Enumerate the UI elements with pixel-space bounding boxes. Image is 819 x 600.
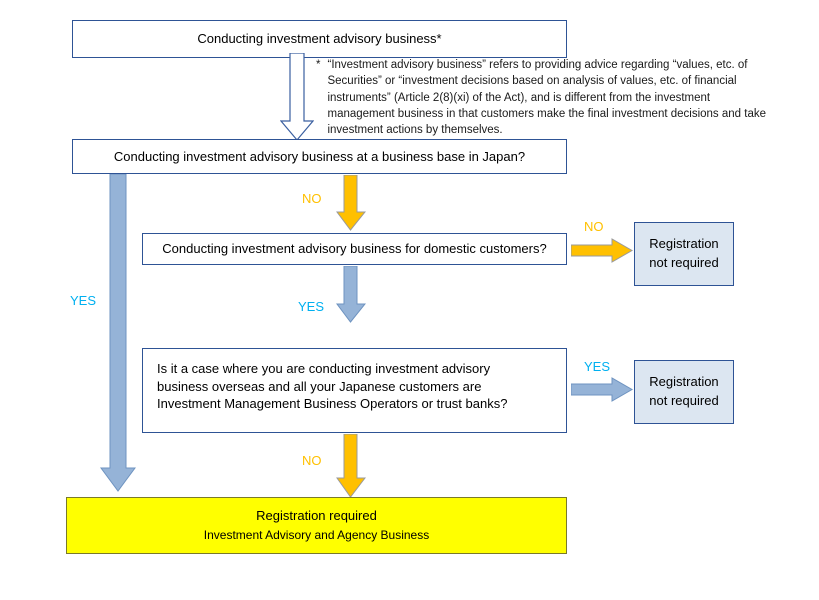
registration-not-required-1-text: Registration not required [649, 235, 718, 273]
node-business-base-question: Conducting investment advisory business … [72, 139, 567, 174]
overseas-line3: Investment Management Business Operators… [157, 396, 508, 412]
not-required-2-line2: not required [649, 393, 719, 408]
overseas-line1: Is it a case where you are conducting in… [157, 361, 491, 376]
node-start-label: Conducting investment advisory business* [197, 31, 442, 47]
registration-not-required-2-text: Registration not required [649, 373, 718, 411]
not-required-2-line1: Registration [649, 374, 719, 390]
branch-label-domestic-no: NO [584, 219, 604, 234]
required-line2: Investment Advisory and Agency Business [203, 527, 430, 542]
arrow-business-base-yes-to-required [100, 174, 136, 492]
branch-label-domestic-yes: YES [298, 299, 325, 314]
arrow-start-to-business-base [280, 53, 314, 141]
arrow-domestic-yes-to-overseas [336, 266, 366, 323]
node-overseas-question: Is it a case where you are conducting in… [142, 348, 567, 433]
branch-label-business-base-yes: YES [70, 293, 97, 308]
branch-label-business-base-no: NO [302, 191, 322, 206]
arrow-overseas-yes-to-not-required [571, 377, 633, 403]
node-business-base-label: Conducting investment advisory business … [113, 148, 526, 164]
not-required-1-line1: Registration [649, 236, 719, 252]
registration-required-text: Registration required Investment Advisor… [204, 507, 429, 544]
footnote: * “Investment advisory business” refers … [316, 57, 768, 139]
required-line1: Registration required [256, 507, 377, 523]
node-registration-required: Registration required Investment Advisor… [66, 497, 567, 554]
node-registration-not-required-1: Registration not required [634, 222, 734, 286]
arrow-overseas-no-to-required [336, 434, 366, 498]
overseas-line2: business overseas and all your Japanese … [157, 378, 482, 394]
branch-label-overseas-no: NO [302, 453, 322, 468]
arrow-business-base-no-to-domestic [336, 175, 366, 231]
node-registration-not-required-2: Registration not required [634, 360, 734, 424]
branch-label-overseas-yes: YES [584, 359, 611, 374]
node-domestic-customers-label: Conducting investment advisory business … [162, 241, 547, 257]
not-required-1-line2: not required [649, 255, 719, 270]
node-start-box: Conducting investment advisory business* [72, 20, 567, 58]
footnote-text: “Investment advisory business” refers to… [327, 59, 766, 137]
node-domestic-customers-question: Conducting investment advisory business … [142, 233, 567, 265]
arrow-domestic-no-to-not-required [571, 238, 633, 264]
footnote-marker: * [316, 59, 321, 71]
node-overseas-label: Is it a case where you are conducting in… [157, 360, 507, 413]
